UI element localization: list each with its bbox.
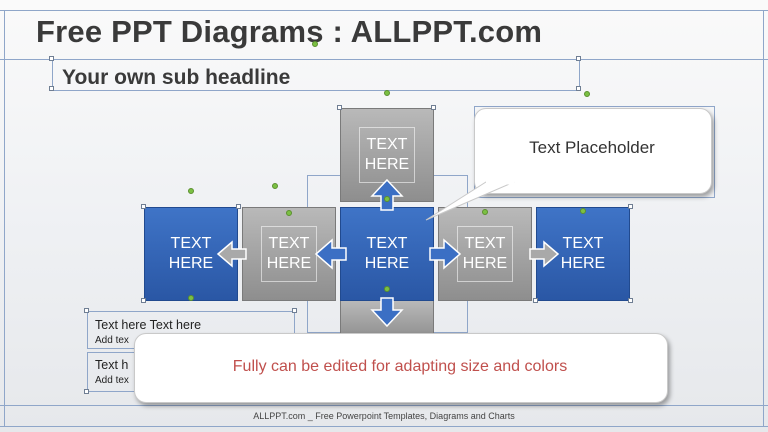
guide-line-right: [763, 10, 764, 426]
box-far-right-line1: TEXT: [562, 235, 604, 252]
note-first-main[interactable]: Text here Text here: [95, 318, 202, 332]
arrow-left-gray-icon: [216, 240, 247, 268]
note-first-sub[interactable]: Add tex: [95, 335, 129, 346]
arrow-right-gray-icon: [529, 240, 560, 268]
subtitle-resize-handle[interactable]: [49, 86, 54, 91]
rotate-handle[interactable]: [482, 209, 488, 215]
guide-line-footer-bottom: [0, 426, 768, 427]
box-resize-handle[interactable]: [628, 298, 633, 303]
box-resize-handle[interactable]: [431, 105, 436, 110]
rotate-handle[interactable]: [384, 90, 390, 96]
slide-title[interactable]: Free PPT Diagrams : ALLPPT.com: [36, 14, 543, 49]
rotate-handle[interactable]: [286, 210, 292, 216]
subtitle-resize-handle[interactable]: [49, 56, 54, 61]
box-far-right-line2: HERE: [560, 255, 606, 272]
box-resize-handle[interactable]: [141, 204, 146, 209]
subtitle-resize-handle[interactable]: [576, 56, 581, 61]
arrow-right-icon: [429, 238, 462, 270]
callout-top-tail: [425, 181, 515, 221]
box-right-line1: TEXT: [464, 235, 506, 252]
rotate-handle[interactable]: [384, 196, 390, 202]
arrow-down-icon: [370, 297, 404, 328]
box-resize-handle[interactable]: [337, 105, 342, 110]
arrow-left-icon: [314, 238, 347, 270]
subtitle-selection-box[interactable]: [52, 59, 580, 91]
rotate-handle[interactable]: [580, 208, 586, 214]
box-top-line2: HERE: [364, 156, 410, 173]
subtitle-resize-handle[interactable]: [576, 86, 581, 91]
diagram-box-center[interactable]: TEXT HERE: [340, 207, 434, 301]
rotate-handle[interactable]: [188, 188, 194, 194]
slide-footer[interactable]: ALLPPT.com _ Free Powerpoint Templates, …: [253, 411, 515, 421]
guide-line-top: [0, 10, 768, 11]
note-second-sub[interactable]: Add tex: [95, 375, 129, 386]
box-center-line2: HERE: [364, 255, 410, 272]
box-left-line1: TEXT: [268, 235, 310, 252]
callout-top-text[interactable]: Text Placeholder: [529, 138, 655, 157]
box-resize-handle[interactable]: [141, 298, 146, 303]
box-far-left-line2: HERE: [168, 255, 214, 272]
title-rotate-handle[interactable]: [312, 41, 318, 47]
box-resize-handle[interactable]: [236, 204, 241, 209]
note-resize-handle[interactable]: [84, 389, 89, 394]
box-resize-handle[interactable]: [628, 204, 633, 209]
box-left-line2: HERE: [266, 255, 312, 272]
box-right-line2: HERE: [462, 255, 508, 272]
box-resize-handle[interactable]: [533, 298, 538, 303]
note-second-main[interactable]: Text h: [95, 358, 129, 372]
guide-line-left: [4, 10, 5, 426]
rotate-handle[interactable]: [384, 286, 390, 292]
rotate-handle[interactable]: [272, 183, 278, 189]
arrow-up-icon: [370, 178, 404, 211]
callout-bottom-text[interactable]: Fully can be edited for adapting size an…: [232, 358, 568, 375]
note-resize-handle[interactable]: [84, 308, 89, 313]
slide-subtitle[interactable]: Your own sub headline: [62, 66, 291, 89]
rotate-handle[interactable]: [188, 295, 194, 301]
callout-top[interactable]: [474, 108, 712, 194]
callout-bottom[interactable]: [134, 333, 668, 403]
note-resize-handle[interactable]: [292, 308, 297, 313]
box-top-line1: TEXT: [366, 136, 408, 153]
guide-line-footer-top: [0, 405, 768, 406]
box-far-left-line1: TEXT: [170, 235, 212, 252]
rotate-handle[interactable]: [584, 91, 590, 97]
box-center-line1: TEXT: [366, 235, 408, 252]
